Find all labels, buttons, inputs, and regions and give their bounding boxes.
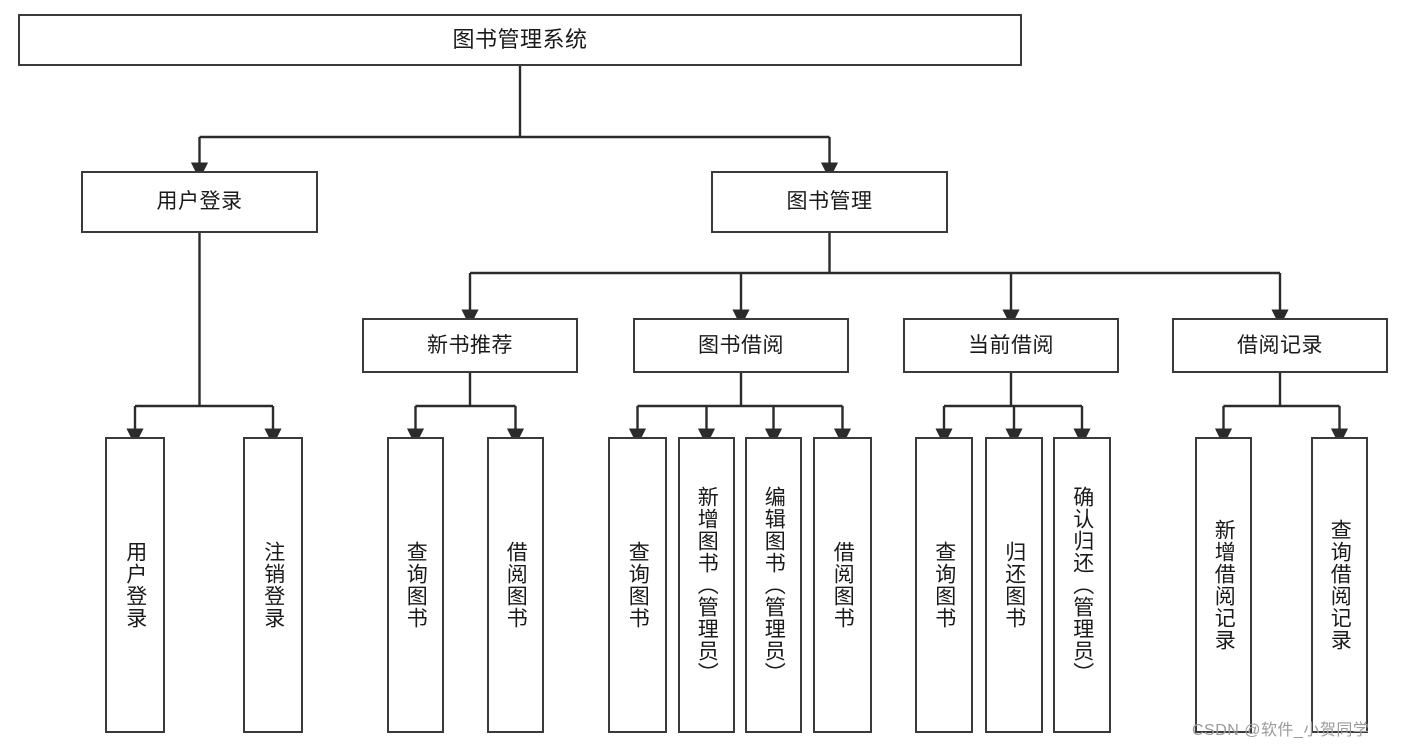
node-user-login[interactable]: 用户登录 [81,171,318,233]
node-borrow-query-book[interactable]: 查询图书 [608,437,667,733]
node-label-current-confirm-return: 确认归还（管理员） [1070,486,1094,684]
watermark-text: CSDN @软件_小贺同学 [1192,722,1370,739]
node-label-borrow-edit-book: 编辑图书（管理员） [762,486,786,684]
node-record-query[interactable]: 查询借阅记录 [1311,437,1368,733]
node-label-borrow-borrow-book: 借阅图书 [831,541,855,629]
node-borrow-borrow-book[interactable]: 借阅图书 [813,437,872,733]
node-label-root: 图书管理系统 [452,26,588,52]
node-label-current-return-book: 归还图书 [1002,541,1026,629]
node-recommend-query-book[interactable]: 查询图书 [387,437,444,733]
node-current-confirm-return[interactable]: 确认归还（管理员） [1053,437,1111,733]
node-user-login-do[interactable]: 用户登录 [105,437,165,733]
node-current-borrow[interactable]: 当前借阅 [903,318,1119,373]
node-borrow-add-book[interactable]: 新增图书（管理员） [678,437,735,733]
node-current-query-book[interactable]: 查询图书 [915,437,973,733]
node-recommend-borrow-book[interactable]: 借阅图书 [487,437,544,733]
node-label-user-login-do: 用户登录 [123,541,147,629]
node-user-logout[interactable]: 注销登录 [243,437,303,733]
node-book-borrow[interactable]: 图书借阅 [633,318,849,373]
node-label-recommend-query-book: 查询图书 [404,541,428,629]
node-label-recommend-borrow-book: 借阅图书 [504,541,528,629]
node-borrow-record[interactable]: 借阅记录 [1172,318,1388,373]
node-label-current-query-book: 查询图书 [932,541,956,629]
node-label-borrow-add-book: 新增图书（管理员） [695,486,719,684]
node-label-book-manage: 图书管理 [786,190,873,214]
node-label-borrow-query-book: 查询图书 [626,541,650,629]
node-label-book-borrow: 图书借阅 [698,333,784,357]
node-record-add[interactable]: 新增借阅记录 [1195,437,1252,733]
node-label-new-book-recommend: 新书推荐 [427,333,513,357]
node-book-manage[interactable]: 图书管理 [711,171,948,233]
node-label-borrow-record: 借阅记录 [1237,333,1323,357]
node-current-return-book[interactable]: 归还图书 [985,437,1043,733]
node-label-current-borrow: 当前借阅 [968,333,1054,357]
node-label-user-logout: 注销登录 [261,541,285,629]
node-root[interactable]: 图书管理系统 [18,14,1022,66]
node-new-book-recommend[interactable]: 新书推荐 [362,318,578,373]
node-label-user-login: 用户登录 [156,190,243,214]
node-label-record-query: 查询借阅记录 [1328,519,1352,651]
node-label-record-add: 新增借阅记录 [1212,519,1236,651]
node-borrow-edit-book[interactable]: 编辑图书（管理员） [745,437,802,733]
